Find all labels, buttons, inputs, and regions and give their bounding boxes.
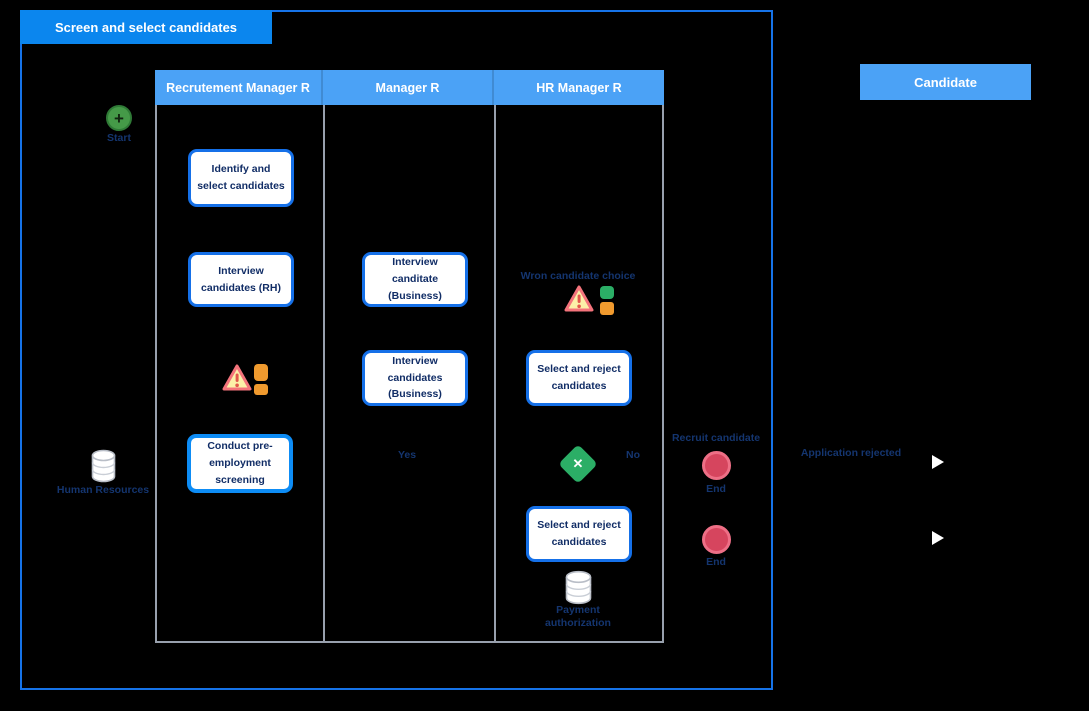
priority-segment xyxy=(600,302,614,315)
priority-bars-icon[interactable] xyxy=(600,286,614,315)
pool-title-label: Screen and select candidates xyxy=(54,19,238,35)
task-label: Interview candidates (Business) xyxy=(387,354,443,401)
lane-header-row: Recrutement Manager R Manager R HR Manag… xyxy=(155,70,664,105)
start-event-label: Start xyxy=(107,132,131,144)
lane-header-label: Manager R xyxy=(375,80,440,95)
task-interview-candidates-rh[interactable]: Interview candidates (RH) xyxy=(188,252,294,307)
start-event[interactable] xyxy=(106,105,132,131)
end-event-label: End xyxy=(706,483,726,495)
task-interview-canditate-business[interactable]: Interview canditate (Business) xyxy=(362,252,468,307)
datastore-label-human-resources: Human Resources xyxy=(56,484,150,496)
lane-header-label: Candidate xyxy=(914,74,977,90)
lane-divider xyxy=(494,105,496,641)
end-event-label: End xyxy=(706,556,726,568)
swimlane-table: Recrutement Manager R Manager R HR Manag… xyxy=(155,70,664,643)
lane-body xyxy=(155,105,664,643)
task-label: Interview candidates (RH) xyxy=(201,264,281,294)
warning-triangle-icon[interactable] xyxy=(563,284,595,314)
priority-segment xyxy=(254,384,268,395)
datastore-label-payment-authorization: Payment authorization xyxy=(545,604,611,630)
priority-segment xyxy=(254,364,268,381)
cancel-diamond-icon[interactable] xyxy=(558,444,598,484)
lane-header-label: HR Manager R xyxy=(536,80,622,95)
lane-header-label: Recrutement Manager R xyxy=(166,80,310,95)
arrowhead-icon[interactable] xyxy=(932,531,944,545)
task-interview-candidates-business[interactable]: Interview candidates (Business) xyxy=(362,350,468,406)
database-icon[interactable] xyxy=(564,570,593,605)
task-label: Identify and select candidates xyxy=(197,163,285,192)
task-identify-select-candidates[interactable]: Identify and select candidates xyxy=(188,149,294,207)
warning-triangle-icon[interactable] xyxy=(221,363,253,393)
priority-segment xyxy=(600,286,614,299)
lane-header-recrutement-manager[interactable]: Recrutement Manager R xyxy=(155,70,323,105)
task-label: Conduct pre-employment screening xyxy=(207,440,273,486)
task-conduct-pre-employment-screening[interactable]: Conduct pre-employment screening xyxy=(187,434,293,493)
annotation-wrong-candidate-choice[interactable]: Wron candidate choice xyxy=(520,270,636,282)
flow-label-no[interactable]: No xyxy=(626,449,640,461)
end-event-1[interactable] xyxy=(702,451,731,480)
task-label: Select and reject candidates xyxy=(537,519,621,548)
database-icon[interactable] xyxy=(90,449,117,483)
lane-header-hr-manager[interactable]: HR Manager R xyxy=(494,70,664,105)
annotation-recruit-candidate[interactable]: Recruit candidate xyxy=(671,432,761,444)
lane-divider xyxy=(323,105,325,641)
lane-header-manager[interactable]: Manager R xyxy=(323,70,494,105)
task-select-and-reject-candidates-1[interactable]: Select and reject candidates xyxy=(526,350,632,406)
lane-header-candidate[interactable]: Candidate xyxy=(860,64,1031,100)
end-event-2[interactable] xyxy=(702,525,731,554)
task-label: Select and reject candidates xyxy=(537,363,621,392)
pool-screen-select-candidates[interactable] xyxy=(20,10,773,690)
task-label: Interview canditate (Business) xyxy=(388,256,442,302)
priority-bars-icon[interactable] xyxy=(254,364,268,395)
arrowhead-icon[interactable] xyxy=(932,455,944,469)
pool-title[interactable]: Screen and select candidates xyxy=(20,10,272,44)
flow-label-yes[interactable]: Yes xyxy=(397,449,417,461)
annotation-application-rejected[interactable]: Application rejected xyxy=(800,447,902,459)
task-select-and-reject-candidates-2[interactable]: Select and reject candidates xyxy=(526,506,632,562)
